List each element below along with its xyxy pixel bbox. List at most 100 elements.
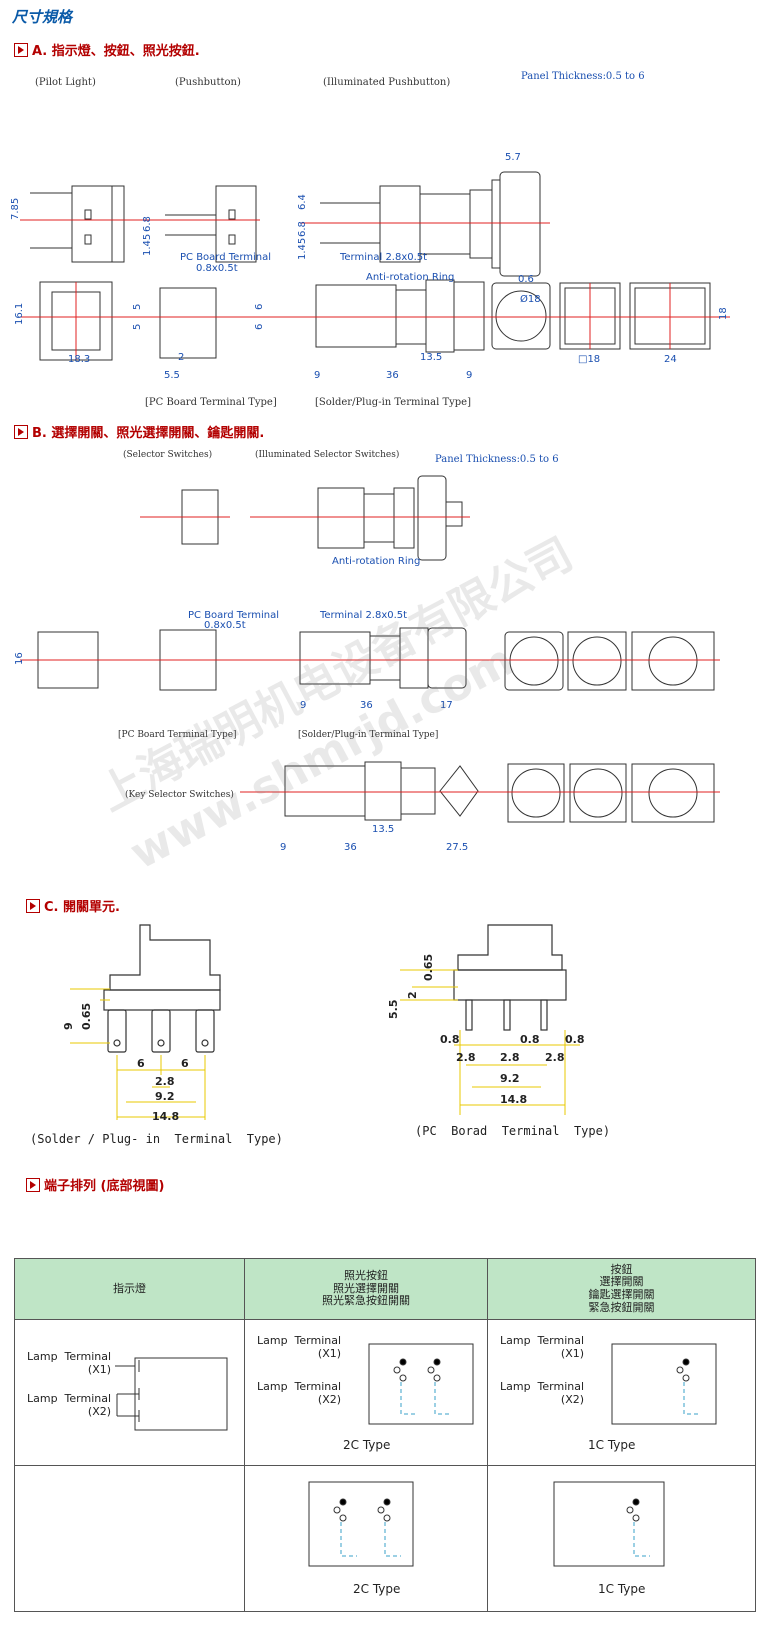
section-d-title: 端子排列 (底部視圖): [44, 1179, 165, 1194]
cell-empty: [14, 1465, 245, 1612]
header-illuminated: 照光按鈕 照光選擇開關 照光緊急按鈕開關: [244, 1258, 488, 1320]
pcb-terminal-size: 0.8x0.5t: [196, 263, 238, 274]
switch-1c-diagram-b: [553, 1481, 665, 1567]
c-dim-6-b: 6: [181, 1057, 189, 1070]
dim-1-45: 1.45: [142, 234, 153, 256]
dim-9: 9: [314, 370, 320, 381]
dim-dia-18: Ø18: [520, 293, 541, 305]
cell-1c: 1C Type: [487, 1465, 756, 1612]
lamp-x1-label: Lamp Terminal (X1): [27, 1350, 112, 1377]
pcb-type-label-b: [PC Board Terminal Type]: [118, 730, 237, 740]
lamp-diagram: [115, 1357, 228, 1431]
table-header-row: 指示燈 照光按鈕 照光選擇開關 照光緊急按鈕開關 按鈕 選擇開關 鑰匙選擇開關 …: [14, 1258, 756, 1320]
pc-terminal-type-label: (PC Borad Terminal Type): [415, 1124, 611, 1138]
dim-16-1: 16.1: [14, 303, 25, 325]
solder-side-body: [315, 284, 397, 348]
section-c-drawing: 9 0.65 6 6 2.8 9.2 14.8 5.5 2 0.65 0.8 0…: [62, 924, 585, 1123]
table-row: 2C Type 1C Type: [14, 1465, 756, 1612]
panel-thickness-label: Panel Thickness:0.5 to 6: [521, 71, 645, 82]
dim-18: 18: [718, 307, 729, 320]
dim-16: 16: [14, 652, 25, 665]
illum-push-cap: [499, 171, 541, 277]
pcb-terminal-label: PC Board Terminal: [180, 252, 271, 263]
type-2c-label: 2C Type: [343, 1438, 391, 1452]
c-dim-0-8-c: 0.8: [565, 1033, 585, 1046]
section-b-title: B. 選擇開關、照光選擇開關、鑰匙開關.: [32, 426, 265, 441]
arrow-icon: [14, 42, 28, 57]
lamp-x2-label-c: Lamp Terminal (X2): [500, 1380, 585, 1407]
dim-6-8: 6.8: [142, 216, 153, 232]
c-dim-9-2-b: 9.2: [500, 1072, 520, 1085]
pcb-terminal-label-b: PC Board Terminal: [188, 610, 279, 621]
dim-9-b: 9: [466, 370, 472, 381]
c-dim-6: 6: [137, 1057, 145, 1070]
dim-sq-18: □18: [578, 354, 600, 365]
pcb-terminal-size-b: 0.8x0.5t: [204, 620, 246, 631]
illum-push-left: [379, 185, 421, 263]
c-dim-0-8-b: 0.8: [520, 1033, 540, 1046]
dim-5-b: 5: [132, 324, 143, 330]
type-1c-label-b: 1C Type: [598, 1582, 646, 1596]
arrow-icon: [14, 424, 28, 439]
section-a-heading: A. 指示燈、按鈕、照光按鈕.: [14, 40, 200, 59]
switch-1c-diagram: [611, 1343, 717, 1425]
arrow-icon: [26, 898, 40, 913]
dim-9-d: 9: [280, 842, 286, 853]
header-indicator: 指示燈: [14, 1258, 245, 1320]
dim-6: 6: [254, 304, 265, 310]
section-b-drawing: Anti-rotation Ring PC Board Terminal 0.8…: [14, 475, 720, 853]
terminal-label-b: Terminal 2.8x0.5t: [319, 610, 407, 621]
dim-13-5: 13.5: [420, 352, 442, 363]
section-c-heading: C. 開關單元.: [26, 896, 120, 915]
lamp-x2-label: Lamp Terminal (X2): [27, 1392, 112, 1419]
cell-indicator: Lamp Terminal (X1) Lamp Terminal (X2): [14, 1319, 245, 1466]
dim-13-5-b: 13.5: [372, 824, 394, 835]
section-d-heading: 端子排列 (底部視圖): [26, 1175, 164, 1194]
dim-36-b: 36: [360, 700, 373, 711]
c-dim-2-8-b: 2.8: [456, 1051, 476, 1064]
cell-1c-button: Lamp Terminal (X1) Lamp Terminal (X2) 1C…: [487, 1319, 756, 1466]
header-button: 按鈕 選擇開關 鑰匙選擇開關 緊急按鈕開關: [487, 1258, 756, 1320]
pcb-type-label-a: [PC Board Terminal Type]: [145, 397, 277, 408]
dim-1-45-b: 1.45: [297, 238, 308, 260]
dim-9-c: 9: [300, 700, 306, 711]
c-dim-2-8-c: 2.8: [500, 1051, 520, 1064]
dim-6-b: 6: [254, 324, 265, 330]
lamp-x1-label-c: Lamp Terminal (X1): [500, 1334, 585, 1361]
dim-5-5: 5.5: [164, 370, 180, 381]
c-dim-5-5: 5.5: [387, 1000, 400, 1020]
switch-2c-diagram-b: [308, 1481, 414, 1567]
c-dim-14-8: 14.8: [152, 1110, 179, 1123]
c-dim-0-65: 0.65: [80, 1003, 93, 1030]
section-b-heading: B. 選擇開關、照光選擇開關、鑰匙開關.: [14, 422, 264, 441]
c-dim-0-65-b: 0.65: [422, 954, 435, 981]
dim-17: 17: [440, 700, 453, 711]
pushbutton-body: [215, 185, 257, 263]
anti-rotation-label: Anti-rotation Ring: [366, 272, 454, 283]
dim-7-85: 7.85: [10, 198, 21, 220]
switch-2c-diagram: [368, 1343, 474, 1425]
pushbutton-label: (Pushbutton): [175, 77, 241, 88]
section-c-title: C. 開關單元.: [44, 900, 120, 915]
cell-2c: 2C Type: [244, 1465, 488, 1612]
pilot-light-cut: [111, 185, 125, 263]
dim-36: 36: [386, 370, 399, 381]
arrow-icon: [26, 1177, 40, 1192]
illum-selector-label: (Illuminated Selector Switches): [255, 450, 400, 460]
illuminated-pushbutton-label: (Illuminated Pushbutton): [323, 77, 451, 88]
c-dim-2: 2: [406, 991, 419, 999]
terminal-table: 指示燈 照光按鈕 照光選擇開關 照光緊急按鈕開關 按鈕 選擇開關 鑰匙選擇開關 …: [14, 1258, 756, 1612]
dim-27-5: 27.5: [446, 842, 468, 853]
dim-24: 24: [664, 354, 677, 365]
dim-5: 5: [132, 304, 143, 310]
dim-6-4: 6.4: [297, 194, 308, 210]
section-a-drawing: 7.85 6.8 1.45 6.4 6.8 1.45 5.7 0.6 Anti-…: [10, 152, 730, 381]
c-dim-14-8-b: 14.8: [500, 1093, 527, 1106]
selector-label: (Selector Switches): [123, 450, 213, 460]
cell-2c-illuminated: Lamp Terminal (X1) Lamp Terminal (X2) 2C…: [244, 1319, 488, 1466]
c-dim-9-2: 9.2: [155, 1090, 175, 1103]
round-front-view: [491, 282, 551, 350]
pilot-light-label: (Pilot Light): [35, 77, 96, 88]
key-selector-label: (Key Selector Switches): [125, 790, 234, 800]
type-1c-label: 1C Type: [588, 1438, 636, 1452]
